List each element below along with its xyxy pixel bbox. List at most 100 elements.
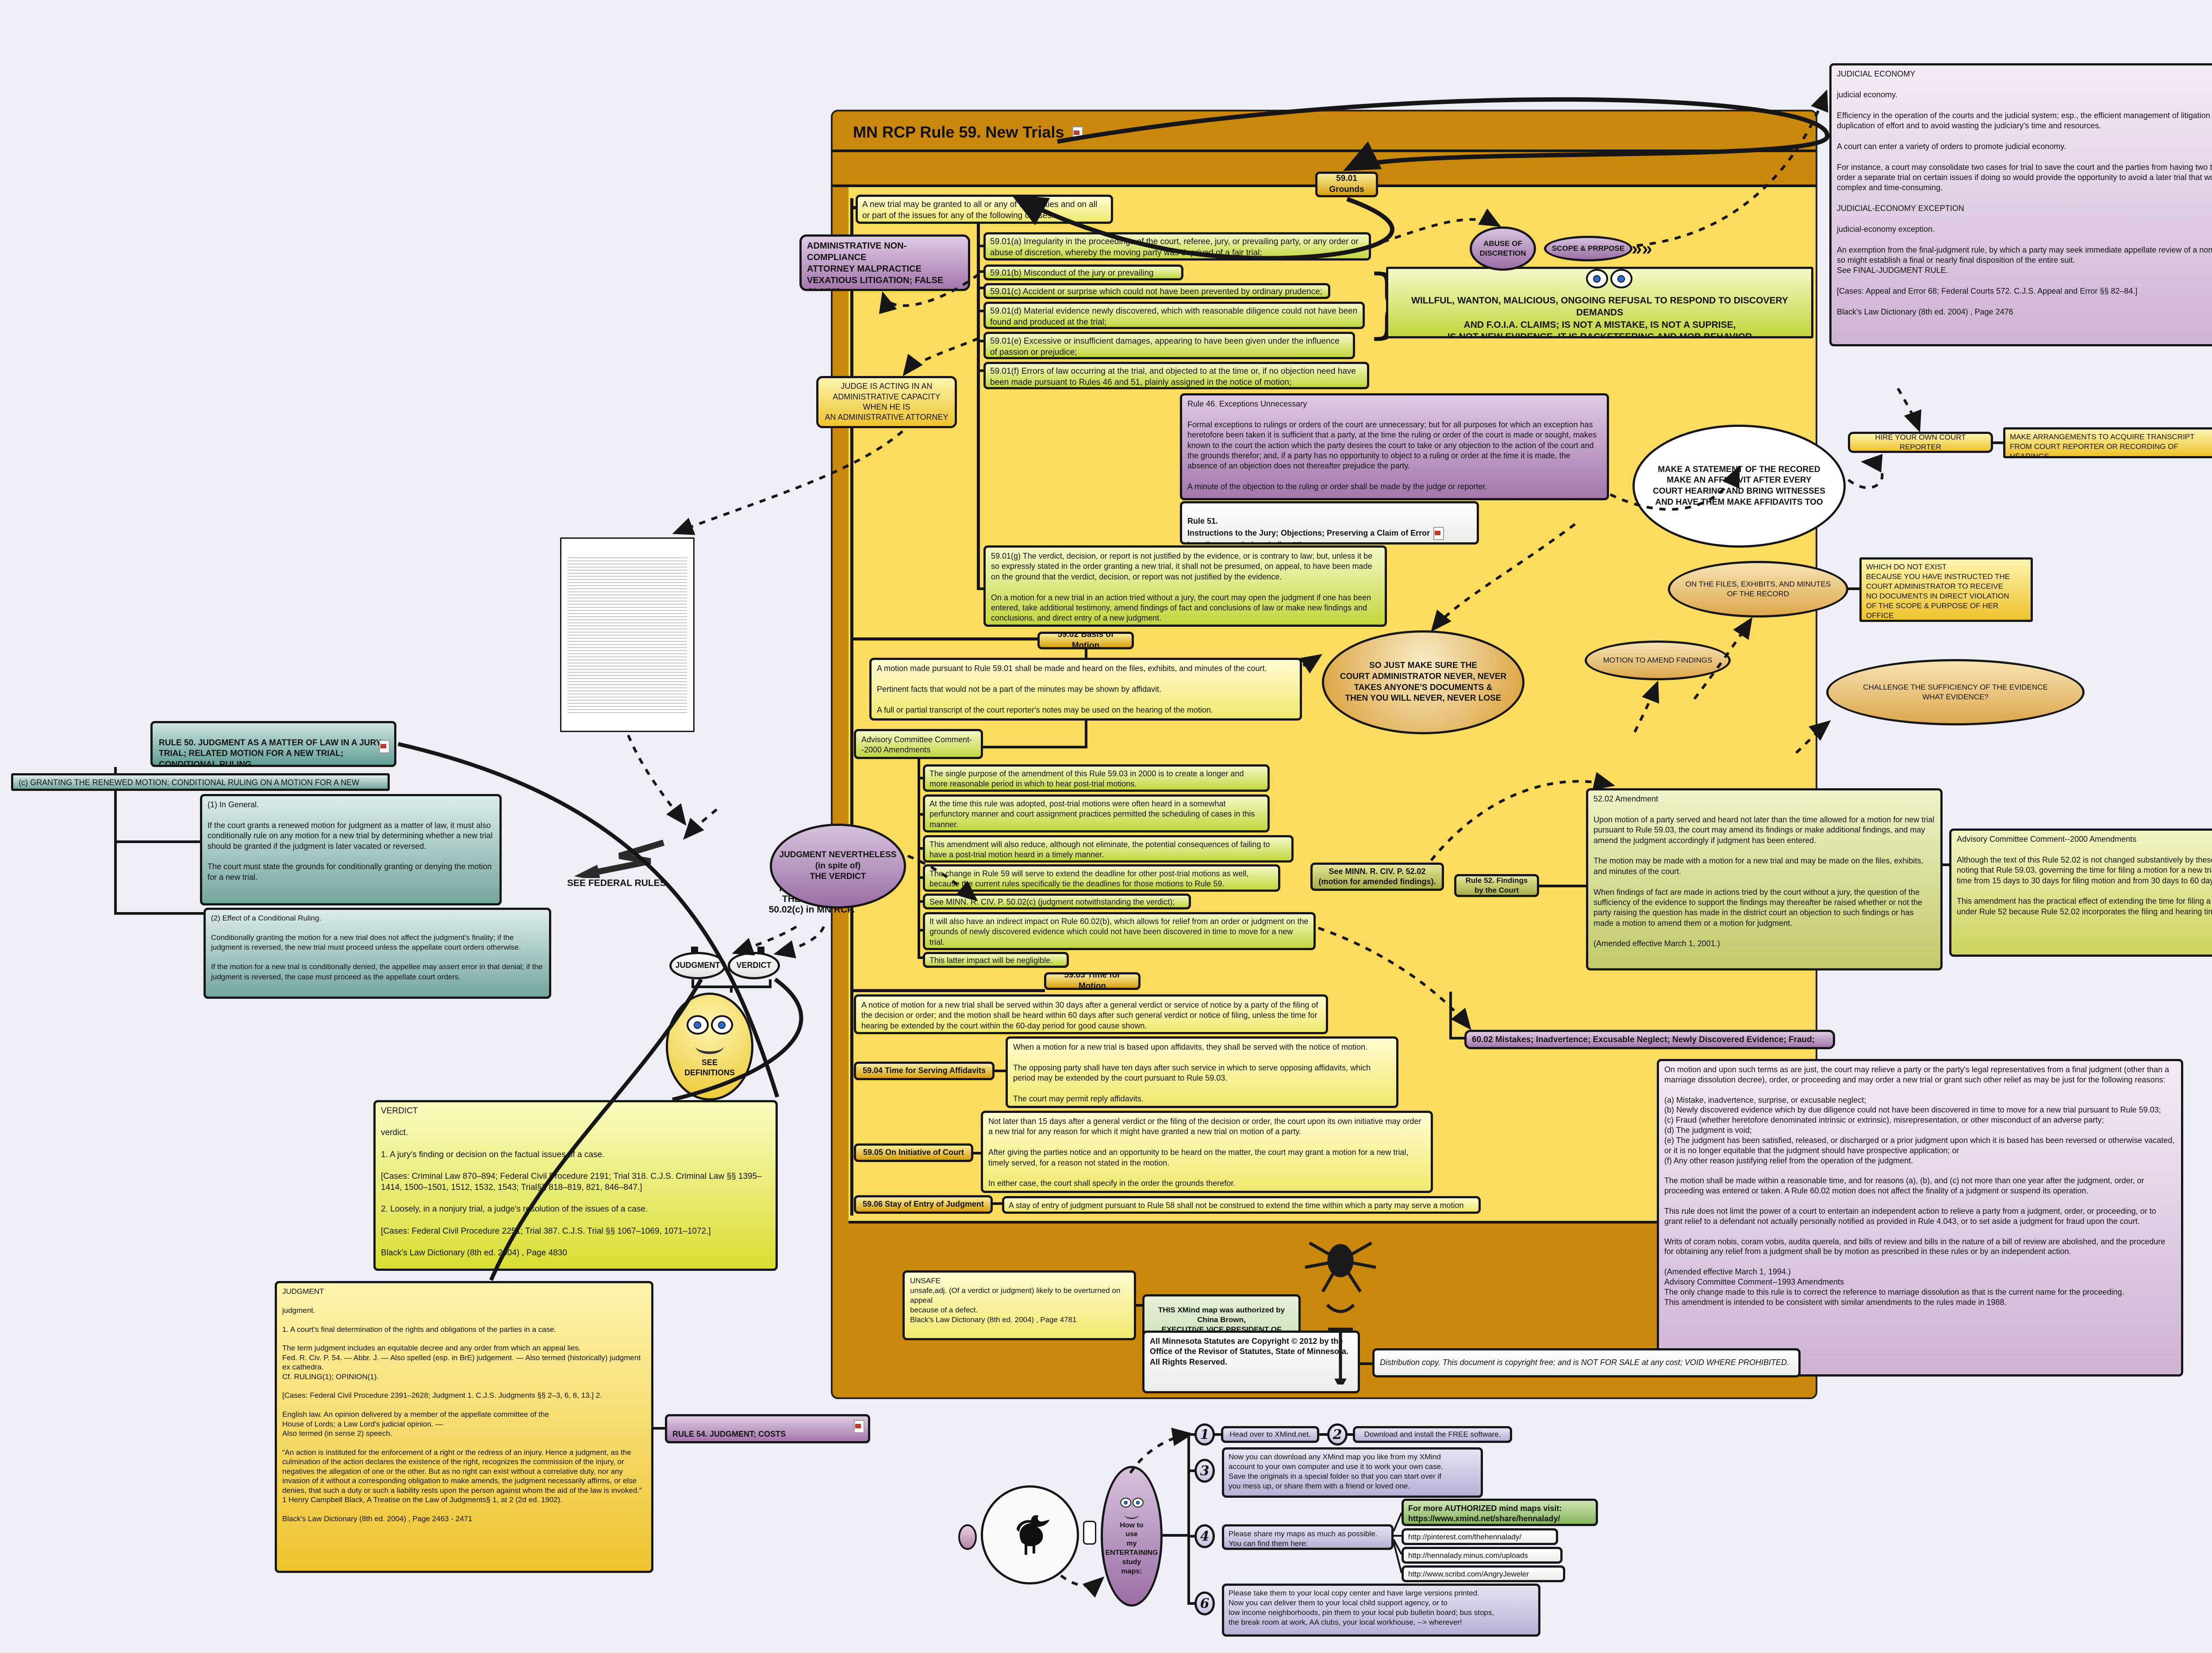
advisory-item-3[interactable]: This amendment will also reduce, althoug… [923, 835, 1294, 863]
node-step2[interactable]: Download and install the FREE software. [1353, 1426, 1512, 1443]
pdf-icon[interactable] [379, 740, 390, 753]
node-distribution-copy[interactable]: Distribution copy. This document is copy… [1372, 1348, 1801, 1377]
node-step3[interactable]: Now you can download any XMind map you l… [1222, 1447, 1483, 1498]
node-5902-label[interactable]: 59.02 Basis of Motion [1037, 632, 1134, 649]
connector-unsafe-h [1134, 1304, 1143, 1307]
node-5901d[interactable]: 59.01(d) Material evidence newly discove… [983, 302, 1365, 329]
node-5901g[interactable]: 59.01(g) The verdict, decision, or repor… [983, 545, 1387, 627]
node-5903-label[interactable]: 59.03 Time for Motion [1044, 972, 1141, 990]
node-url-pinterest[interactable]: http://pinterest.com/thehennalady/ [1402, 1528, 1558, 1545]
step-number-1[interactable]: 1 [1194, 1423, 1215, 1446]
label: JUDGMENT [675, 961, 720, 970]
node-judge-acting[interactable]: JUDGE IS ACTING IN AN ADMINISTRATIVE CAP… [816, 376, 957, 428]
node-5904-text[interactable]: When a motion for a new trial is based u… [1006, 1036, 1398, 1108]
node-rule52-label[interactable]: Rule 52. Findings by the Court [1454, 874, 1539, 897]
advisory-item-4[interactable]: The change in Rule 59 will serve to exte… [923, 864, 1280, 892]
advisory-item-2[interactable]: At the time this rule was adopted, post-… [923, 794, 1270, 832]
node-motion-amend-findings[interactable]: MOTION TO AMEND FINDINGS [1585, 640, 1731, 680]
advisory-item-6[interactable]: It will also have an indirect impact on … [923, 912, 1316, 950]
bird-clipart-circle[interactable] [981, 1485, 1079, 1584]
node-5906-label[interactable]: 59.06 Stay of Entry of Judgment [854, 1195, 993, 1214]
label: Rule 52. Findings by the Court [1465, 876, 1528, 894]
node-5202-amendment[interactable]: 52.02 Amendment Upon motion of a party s… [1586, 788, 1943, 970]
pdf-icon[interactable] [1433, 526, 1444, 540]
see-federal-rules-label[interactable]: SEE FEDERAL RULES [567, 878, 666, 888]
step1-chain-b [1318, 1433, 1328, 1436]
node-advisory-5202[interactable]: Advisory Committee Comment--2000 Amendme… [1949, 828, 2212, 957]
node-6002-label[interactable]: 60.02 Mistakes; Inadvertence; Excusable … [1464, 1030, 1835, 1049]
node-judgment-nevertheless[interactable]: JUDGMENT NEVERTHELESS (in spite of) THE … [770, 824, 906, 909]
node-5901f[interactable]: 59.01(f) Errors of law occurring at the … [983, 362, 1369, 389]
advisory-item-7[interactable]: This latter impact will be negligible. [923, 952, 1069, 968]
node-advisory-label[interactable]: Advisory Committee Comment- -2000 Amendm… [854, 729, 983, 759]
node-5904-label[interactable]: 59.04 Time for Serving Affidavits [854, 1062, 995, 1080]
node-rule50-in-general[interactable]: (1) In General. If the court grants a re… [200, 794, 502, 905]
node-verdict-definition[interactable]: VERDICT verdict. 1. A jury's finding or … [373, 1100, 778, 1271]
node-5901c[interactable]: 59.01(c) Accident or surprise which coul… [983, 283, 1330, 299]
node-5901b[interactable]: 59.01(b) Misconduct of the jury or preva… [983, 265, 1183, 280]
node-5901a[interactable]: 59.01(a) Irregularity in the proceedings… [983, 232, 1371, 261]
connector-stub [918, 813, 924, 816]
node-on-the-files[interactable]: ON THE FILES, EXHIBITS, AND MINUTES OF T… [1668, 561, 1848, 617]
node-abuse-of-discretion[interactable]: ABUSE OF DISCRETION [1470, 226, 1536, 271]
connector-stub [972, 1152, 982, 1154]
node-5902-text[interactable]: A motion made pursuant to Rule 59.01 sha… [869, 658, 1302, 721]
attachment-icon[interactable] [1072, 127, 1083, 140]
node-mn-statutes-copyright[interactable]: All Minnesota Statutes are Copyright © 2… [1142, 1331, 1360, 1393]
node-5905-text[interactable]: Not later than 15 days after a general v… [981, 1111, 1433, 1193]
node-see-5202[interactable]: See MINN. R. CIV. P. 52.02 (motion for a… [1310, 863, 1444, 891]
node-rule54[interactable]: RULE 54. JUDGMENT; COSTS http://www.law.… [665, 1414, 870, 1443]
node-scope-purpose[interactable]: SCOPE & PRRPOSE [1544, 236, 1632, 261]
node-url-minus[interactable]: http://hennalady.minus.com/uploads [1402, 1547, 1563, 1564]
node-hire-reporter[interactable]: HIRE YOUR OWN COURT REPORTER [1848, 432, 1993, 453]
lens-pin-2 [757, 947, 764, 954]
node-see-definitions[interactable]: SEE DEFINITIONS [666, 993, 753, 1101]
pdf-icon[interactable] [854, 1420, 864, 1433]
node-make-statement[interactable]: MAKE A STATEMENT OF THE RECORED MAKE AN … [1632, 425, 1846, 548]
map-title-text: MN RCP Rule 59. New Trials [853, 123, 1064, 141]
node-judicial-economy[interactable]: JUDICIAL ECONOMY judicial economy. Effic… [1829, 63, 2212, 346]
node-howto-title[interactable]: How to use my ENTERTAINING study maps: [1101, 1466, 1163, 1607]
step-number-2[interactable]: 2 [1327, 1423, 1348, 1446]
node-so-just-make-sure[interactable]: SO JUST MAKE SURE THE COURT ADMINISTRATO… [1322, 630, 1525, 734]
node-5905-label[interactable]: 59.05 On Initiative of Court [854, 1143, 973, 1162]
advisory-item-1[interactable]: The single purpose of the amendment of t… [923, 764, 1270, 792]
node-5901-grounds[interactable]: 59.01 Grounds [1315, 172, 1378, 197]
node-rule46[interactable]: Rule 46. Exceptions Unnecessary Formal e… [1180, 393, 1609, 500]
node-admin-noncompliance[interactable]: ADMINISTRATIVE NON-COMPLIANCE ATTORNEY M… [799, 234, 970, 291]
node-rule51[interactable]: Rule 51. Instructions to the Jury; Objec… [1180, 501, 1479, 545]
node-5901-intro[interactable]: A new trial may be granted to all or any… [856, 195, 1113, 224]
node-challenge-sufficiency[interactable]: CHALLENGE THE SUFFICIENCY OF THE EVIDENC… [1826, 659, 2085, 725]
connector-stub [977, 310, 984, 312]
node-unsafe-definition[interactable]: UNSAFE unsafe,adj. (Of a verdict or judg… [902, 1270, 1136, 1340]
node-judgment-definition[interactable]: JUDGMENT judgment. 1. A court's final de… [275, 1281, 653, 1573]
node-which-do-not-exist[interactable]: WHICH DO NOT EXIST BECAUSE YOU HAVE INST… [1859, 557, 2033, 622]
connector-5902-elbow-h [982, 746, 1087, 748]
node-judgment-lens[interactable]: JUDGMENT [669, 952, 726, 979]
node-5901e[interactable]: 59.01(e) Excessive or insufficient damag… [983, 332, 1355, 359]
node-step4[interactable]: Please share my maps as much as possible… [1222, 1524, 1394, 1550]
node-more-maps[interactable]: For more AUTHORIZED mind maps visit: htt… [1402, 1499, 1598, 1526]
label: JUDGMENT NEVERTHELESS (in spite of) THE … [779, 850, 897, 882]
node-willful[interactable]: WILLFUL, WANTON, MALICIOUS, ONGOING REFU… [1386, 267, 1813, 338]
small-topic-oval[interactable] [958, 1524, 977, 1550]
node-6002-text[interactable]: On motion and upon such terms as are jus… [1657, 1059, 2183, 1377]
node-make-arrangements[interactable]: MAKE ARRANGEMENTS TO ACQUIRE TRANSCRIPT … [2003, 427, 2212, 458]
step-number-4[interactable]: 4 [1194, 1524, 1215, 1548]
advisory-item-5[interactable]: See MINN. R. CIV. P. 50.02(c) (judgment … [923, 894, 1191, 909]
node-step6[interactable]: Please take them to your local copy cent… [1222, 1584, 1540, 1637]
label: MAKE A STATEMENT OF THE RECORED MAKE AN … [1653, 464, 1825, 507]
step-number-3[interactable]: 3 [1194, 1459, 1215, 1483]
node-step1[interactable]: Head over to XMind.net. [1221, 1426, 1319, 1443]
map-title[interactable]: MN RCP Rule 59. New Trials [853, 123, 1083, 142]
rule51-link[interactable]: http://www.xmind.net/m/ipmU/ [1187, 540, 1471, 542]
node-5906-text[interactable]: A stay of entry of judgment pursuant to … [1002, 1196, 1481, 1214]
step-number-6[interactable]: 6 [1194, 1592, 1215, 1615]
node-rule50[interactable]: RULE 50. JUDGMENT AS A MATTER OF LAW IN … [150, 721, 396, 767]
node-5903-text[interactable]: A notice of motion for a new trial shall… [854, 994, 1328, 1034]
node-rule50c-bar[interactable]: (c) GRANTING THE RENEWED MOTION; CONDITI… [11, 773, 390, 791]
node-rule50-effect[interactable]: (2) Effect of a Conditional Ruling. Cond… [204, 908, 551, 999]
node-url-scribd[interactable]: http://www.scribd.com/AngryJeweler [1402, 1565, 1565, 1582]
scanned-page-thumbnail[interactable]: IMAGE FROM 2012 MN RCP [560, 537, 695, 732]
node-verdict-lens[interactable]: VERDICT [728, 952, 780, 979]
